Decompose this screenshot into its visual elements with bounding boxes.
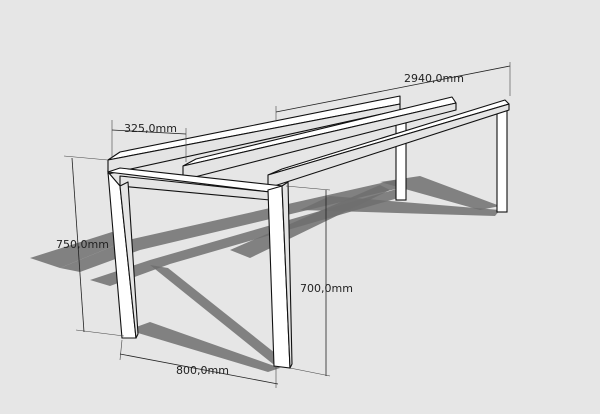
- dimension-total-height-label: 750,0mm: [56, 238, 109, 251]
- dimension-total-height: 750,0mm: [56, 155, 125, 337]
- dimension-spacing: 325,0mm: [111, 120, 187, 162]
- dimension-spacing-label: 325,0mm: [124, 122, 177, 135]
- beam-right: [267, 99, 510, 189]
- leg-front-right: [267, 181, 293, 369]
- leg-front-left: [107, 170, 139, 339]
- leg-back-right: [496, 107, 508, 213]
- dimension-width-label: 800,0mm: [176, 364, 229, 377]
- dimension-leg-height-label: 700,0mm: [300, 282, 353, 295]
- dimension-width: 800,0mm: [119, 339, 279, 388]
- ground-shadow: [30, 176, 500, 372]
- dimension-length-label: 2940,0mm: [404, 72, 464, 85]
- dimension-length: 2940,0mm: [275, 62, 511, 120]
- dimension-leg-height: 700,0mm: [285, 185, 353, 377]
- beam-left: [107, 95, 401, 175]
